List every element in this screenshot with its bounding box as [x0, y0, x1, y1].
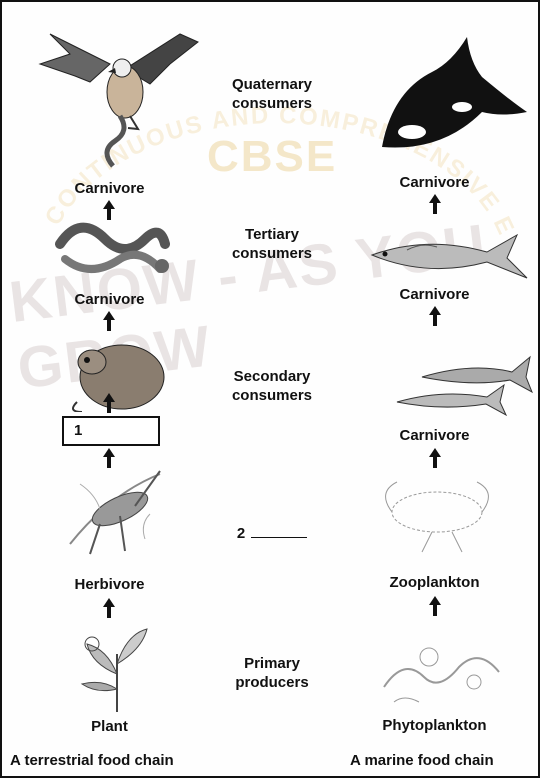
orca-icon	[372, 32, 532, 167]
blank-2-number: 2	[237, 525, 245, 542]
marine-level3-label: Carnivore	[357, 285, 512, 304]
marine-level0-label: Phytoplankton	[357, 716, 512, 735]
blank-2-line	[251, 525, 307, 538]
quaternary-consumers-label: Quaternary consumers	[197, 75, 347, 113]
watermark-center: CBSE	[207, 132, 337, 182]
up-arrow-icon	[429, 448, 441, 468]
mouse-icon	[62, 332, 172, 412]
tertiary-consumers-label: Tertiary consumers	[197, 225, 347, 263]
terrestrial-level4-label: Carnivore	[42, 179, 177, 198]
tuna-icon	[367, 230, 535, 290]
terrestrial-level1-label: Herbivore	[42, 575, 177, 594]
secondary-consumers-label: Secondary consumers	[197, 367, 347, 405]
blank-2-label: 2	[197, 524, 347, 543]
up-arrow-icon	[103, 311, 115, 331]
primary-producers-label: Primary producers	[197, 654, 347, 692]
small-fish-icon	[392, 347, 537, 417]
plant-icon	[72, 624, 162, 714]
up-arrow-icon	[103, 598, 115, 618]
marine-level1-label: Zooplankton	[357, 573, 512, 592]
snake-icon	[50, 214, 170, 284]
blank-1-box: 1	[62, 416, 160, 446]
up-arrow-icon	[429, 306, 441, 326]
marine-caption: A marine food chain	[350, 752, 494, 769]
terrestrial-level0-label: Plant	[42, 717, 177, 736]
zooplankton-icon	[372, 472, 502, 557]
terrestrial-level3-label: Carnivore	[42, 290, 177, 309]
up-arrow-icon	[103, 393, 115, 413]
marine-level2-label: Carnivore	[357, 426, 512, 445]
blank-1-number: 1	[74, 422, 82, 439]
up-arrow-icon	[103, 200, 115, 220]
grasshopper-icon	[60, 454, 170, 564]
up-arrow-icon	[429, 194, 441, 214]
up-arrow-icon	[429, 596, 441, 616]
phytoplankton-icon	[374, 627, 514, 712]
marine-level4-label: Carnivore	[357, 173, 512, 192]
up-arrow-icon	[103, 448, 115, 468]
terrestrial-caption: A terrestrial food chain	[10, 752, 174, 769]
hawk-icon	[30, 24, 200, 174]
